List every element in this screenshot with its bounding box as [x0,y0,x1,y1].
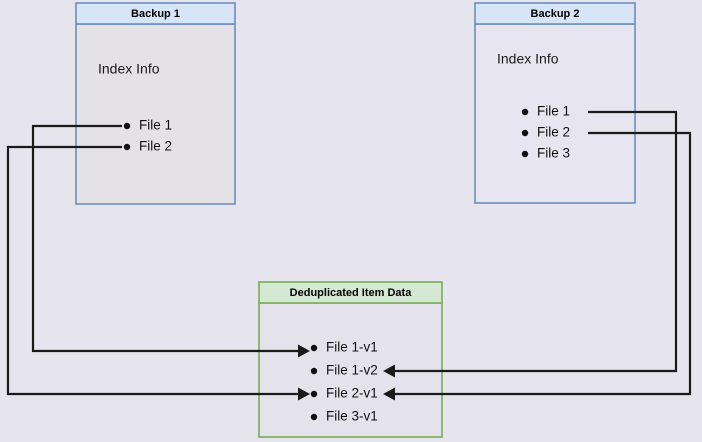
box-backup-1[interactable]: Backup 1 Index Info File 1 File 2 [75,2,236,205]
list-item[interactable]: File 3-v1 [310,409,378,424]
bullet-icon [521,150,529,158]
bullet-icon [310,344,318,352]
list-item[interactable]: File 1-v1 [310,340,378,355]
bullet-icon [310,413,318,421]
bullet-icon [521,108,529,116]
dedup-file-list: File 1-v1 File 1-v2 File 2-v1 File 3-v1 [310,340,378,424]
backup-1-header [75,2,236,25]
list-item[interactable]: File 1 [123,118,172,133]
arrowhead-file1v2 [383,364,395,378]
dedup-header-label: Deduplicated Item Data [290,287,413,299]
bullet-icon [310,367,318,375]
bullet-icon [310,390,318,398]
box-deduplicated-item-data[interactable]: Deduplicated Item Data File 1-v1 File 1-… [258,281,443,438]
list-item[interactable]: File 2 [521,125,570,140]
connector-backup2-file1-to-file1v2 [393,110,678,373]
backup-2-header-label: Backup 2 [531,8,580,20]
backup-2-index-info-label: Index Info [497,51,559,67]
connector-backup1-file1-to-file1v1 [31,124,300,353]
bullet-icon [123,122,131,130]
arrowhead-file1v1 [298,344,310,358]
list-item[interactable]: File 2 [123,139,172,154]
arrowhead-file2v1-from-left [298,387,310,401]
bullet-icon [521,129,529,137]
backup-2-item-1-label: File 2 [537,125,570,140]
list-item[interactable]: File 2-v1 [310,386,378,401]
arrowhead-file2v1-from-right [383,387,395,401]
backup-2-item-2-label: File 3 [537,146,570,161]
list-item[interactable]: File 1-v2 [310,363,378,378]
backup-1-body [75,23,236,205]
backup-1-file-list: File 1 File 2 [123,118,172,154]
dedup-item-2-label: File 2-v1 [326,386,378,401]
box-backup-2[interactable]: Backup 2 Index Info File 1 File 2 File 3 [474,2,636,204]
backup-1-item-0-label: File 1 [139,118,172,133]
connector-backup1-file2-to-file2v1 [6,145,300,396]
backup-1-item-1-label: File 2 [139,139,172,154]
list-item[interactable]: File 1 [521,104,570,119]
backup-1-header-label: Backup 1 [131,8,180,20]
connector-backup2-file2-to-file2v1 [393,131,692,396]
backup-2-item-0-label: File 1 [537,104,570,119]
dedup-header [258,281,443,304]
list-item[interactable]: File 3 [521,146,570,161]
backup-2-file-list: File 1 File 2 File 3 [521,104,570,161]
backup-1-index-info-label: Index Info [98,61,160,77]
backup-2-header [474,2,636,25]
dedup-item-0-label: File 1-v1 [326,340,378,355]
bullet-icon [123,143,131,151]
connectors [6,110,692,401]
dedup-item-1-label: File 1-v2 [326,363,378,378]
dedup-item-3-label: File 3-v1 [326,409,378,424]
